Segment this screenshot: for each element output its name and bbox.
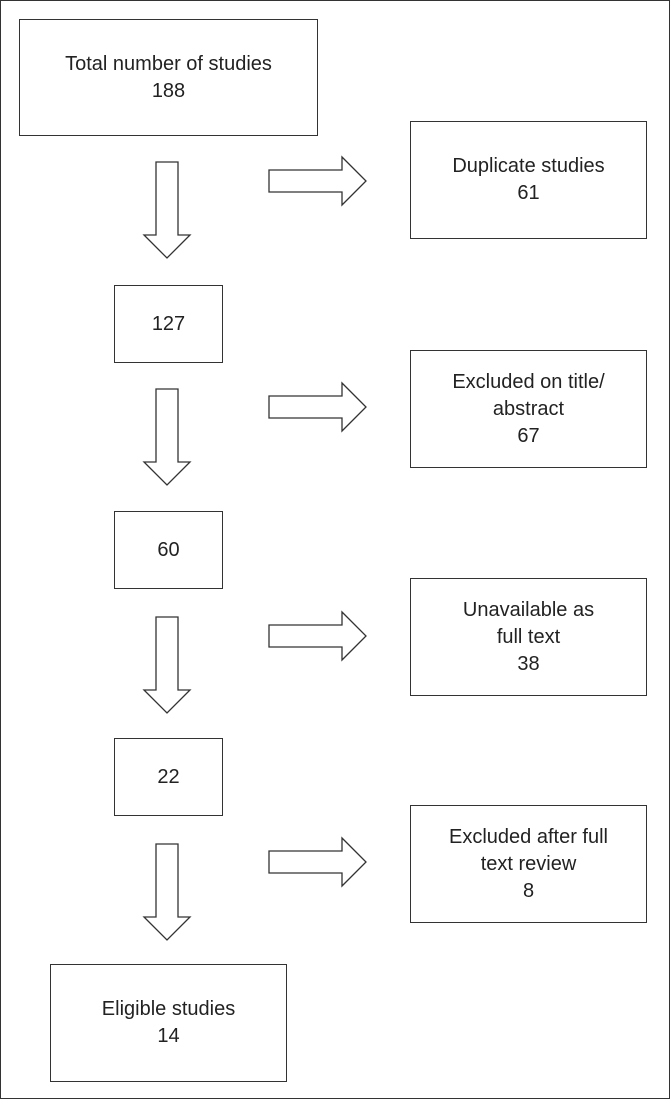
after-availability-box: 22 bbox=[114, 738, 223, 816]
total-studies-count: 188 bbox=[151, 79, 186, 102]
after-availability-count: 22 bbox=[157, 765, 180, 788]
after-screening-count: 60 bbox=[157, 538, 180, 561]
excluded-title-abstract-label-line2: abstract bbox=[492, 397, 565, 420]
total-studies-label: Total number of studies bbox=[65, 52, 272, 75]
unavailable-full-text-count: 38 bbox=[517, 652, 540, 675]
after-duplicates-box: 127 bbox=[114, 285, 223, 363]
total-studies-box: Total number of studies 188 bbox=[19, 19, 318, 136]
excluded-full-text-review-label-line2: text review bbox=[480, 852, 577, 875]
after-duplicates-count: 127 bbox=[151, 312, 186, 335]
excluded-title-abstract-label-line1: Excluded on title/ bbox=[452, 370, 605, 393]
duplicate-studies-count: 61 bbox=[517, 182, 540, 204]
eligible-studies-count: 14 bbox=[157, 1025, 180, 1047]
duplicate-studies-box: Duplicate studies 61 bbox=[410, 121, 647, 239]
duplicate-studies-label: Duplicate studies bbox=[452, 155, 605, 177]
excluded-full-text-review-label-line1: Excluded after full bbox=[449, 825, 608, 848]
unavailable-full-text-label-line1: Unavailable as bbox=[462, 598, 595, 621]
excluded-full-text-review-box: Excluded after full text review 8 bbox=[410, 805, 647, 923]
after-screening-box: 60 bbox=[114, 511, 223, 589]
eligible-studies-box: Eligible studies 14 bbox=[50, 964, 287, 1082]
excluded-title-abstract-count: 67 bbox=[517, 424, 540, 447]
unavailable-full-text-label-line2: full text bbox=[496, 625, 561, 648]
excluded-full-text-review-count: 8 bbox=[522, 879, 535, 902]
excluded-title-abstract-box: Excluded on title/ abstract 67 bbox=[410, 350, 647, 468]
eligible-studies-label: Eligible studies bbox=[101, 998, 236, 1020]
unavailable-full-text-box: Unavailable as full text 38 bbox=[410, 578, 647, 696]
